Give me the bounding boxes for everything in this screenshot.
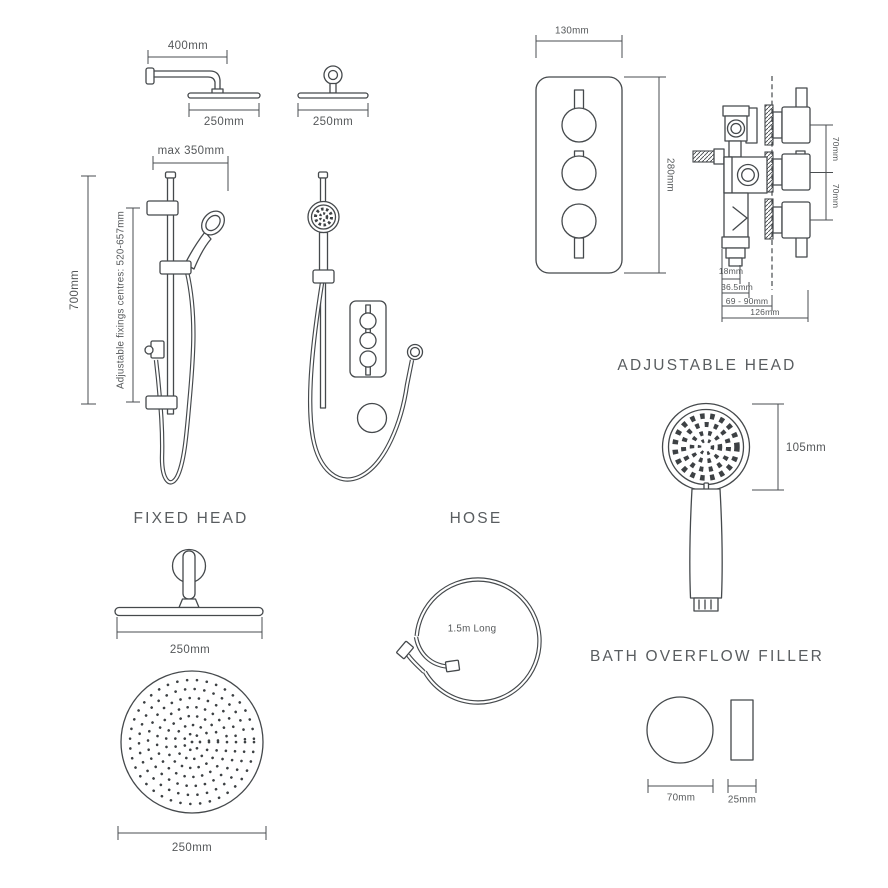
hose-length-label: 1.5m Long (447, 623, 497, 635)
dim-valve-width: 130mm (555, 25, 589, 37)
slide-rail-diagram (81, 156, 229, 485)
adjustable-head-diagram (661, 402, 784, 612)
bath-overflow-diagram (646, 696, 757, 793)
dim-fixed-head-top-width: 250mm (171, 842, 213, 854)
dim-valve-spacing-lower: 70mm (831, 183, 841, 209)
dim-valve-depth-body: 36.5mm (721, 282, 753, 292)
dim-valve-depth-total: 126mm (750, 307, 780, 317)
hose-title: HOSE (449, 510, 503, 527)
valve-front-diagram (535, 35, 666, 274)
dim-overflow-depth: 25mm (727, 794, 757, 806)
dim-fixed-head-side-width: 250mm (169, 644, 211, 656)
wall-arm-diagram (145, 50, 261, 117)
dim-adjustable-head-diameter: 105mm (785, 442, 827, 454)
fixed-head-title: FIXED HEAD (133, 510, 249, 527)
dim-wall-arm-length: 400mm (167, 40, 209, 52)
adjustable-head-title: ADJUSTABLE HEAD (617, 357, 797, 374)
dim-ceiling-head-width: 250mm (312, 116, 354, 128)
dim-valve-depth-range: 69 - 90mm (725, 295, 769, 306)
dim-overflow-diameter: 70mm (666, 792, 696, 804)
bath-overflow-title: BATH OVERFLOW FILLER (589, 648, 825, 665)
valve-side-diagram (692, 76, 833, 322)
dim-wall-arm-head-width: 250mm (203, 116, 245, 128)
hose-diagram (396, 577, 542, 705)
dim-rail-fixings: Adjustable fixings centres: 520-657mm (115, 210, 127, 390)
fixed-head-diagram (114, 548, 267, 840)
dim-valve-depth-nut: 18mm (718, 266, 744, 276)
dim-valve-height: 280mm (664, 158, 676, 192)
dim-valve-spacing-upper: 70mm (831, 136, 841, 162)
dim-rail-height: 700mm (69, 269, 81, 311)
dim-rail-max-width: max 350mm (157, 145, 225, 157)
ceiling-head-diagram (297, 65, 369, 117)
concealed-kit-diagram (307, 171, 424, 482)
